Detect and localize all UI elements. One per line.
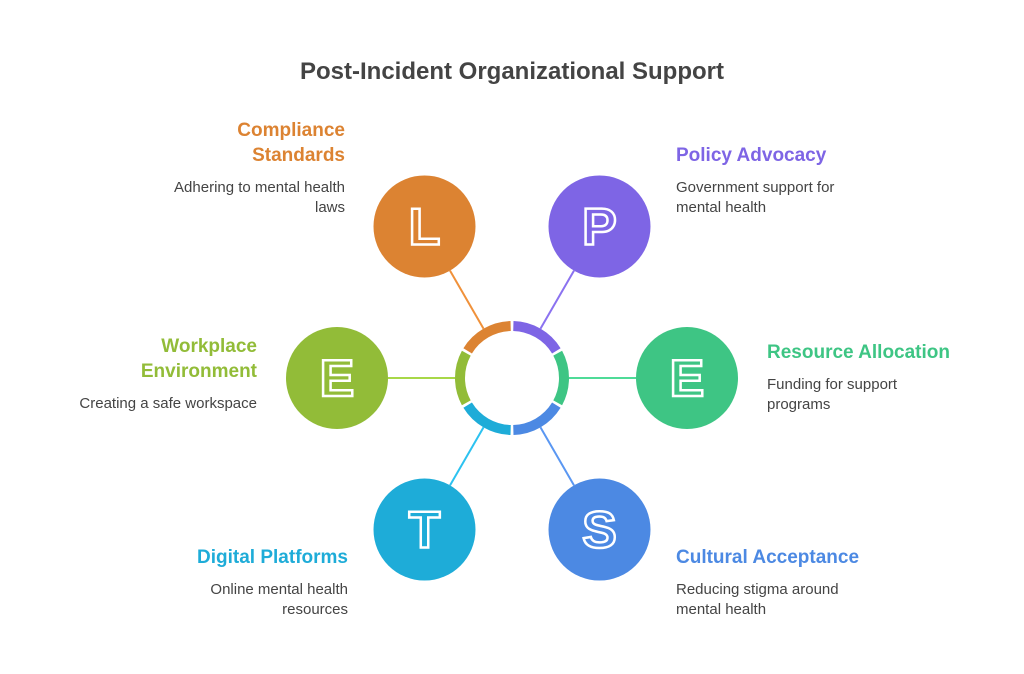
item-policy-advocacy: Policy Advocacy Government support for m… (676, 143, 936, 218)
item-resource-allocation: Resource Allocation Funding for support … (767, 340, 1024, 415)
item-heading: Compliance (237, 120, 345, 141)
letter-circle (373, 175, 476, 278)
item-heading: Policy Advocacy (676, 145, 827, 166)
letter-label: T (409, 502, 441, 560)
letter-circle (286, 327, 388, 429)
ring-segment (553, 350, 569, 406)
item-cultural-acceptance: Cultural Acceptance Reducing stigma arou… (676, 545, 936, 620)
letter-label: L (409, 198, 441, 256)
letter-circle (548, 175, 651, 278)
letter-circle (548, 478, 651, 581)
item-description: Adhering to mental health laws (174, 179, 345, 216)
connector-line (539, 270, 575, 330)
ring-segment (513, 402, 561, 435)
item-description: Government support for mental health (676, 179, 835, 216)
letter-label: E (670, 350, 705, 408)
item-heading: Standards (252, 145, 345, 166)
letter-label: S (582, 502, 617, 560)
item-description: Online mental health resources (210, 581, 348, 618)
ring-segment (463, 321, 511, 354)
connector-line (449, 426, 485, 486)
connector-line (449, 270, 485, 330)
item-description: Funding for support programs (767, 376, 898, 413)
letter-circle (636, 327, 738, 429)
item-description: Reducing stigma around mental health (676, 581, 839, 618)
item-heading: Digital Platforms (197, 547, 348, 568)
ring-segment (513, 321, 561, 354)
ring-segment (455, 350, 471, 406)
item-description: Creating a safe workspace (79, 395, 257, 412)
item-heading: Environment (140, 361, 257, 382)
letter-label: E (320, 350, 355, 408)
item-digital-platforms: Digital Platforms Online mental health r… (88, 545, 348, 620)
ring-segment (463, 402, 511, 435)
item-heading: Cultural Acceptance (676, 547, 860, 568)
diagram-title: Post-Incident Organizational Support (299, 58, 724, 85)
item-heading: Resource Allocation (767, 342, 951, 363)
connector-line (539, 426, 575, 486)
letter-circle (373, 478, 476, 581)
item-heading: Workplace (161, 336, 257, 357)
letter-label: P (582, 198, 617, 256)
